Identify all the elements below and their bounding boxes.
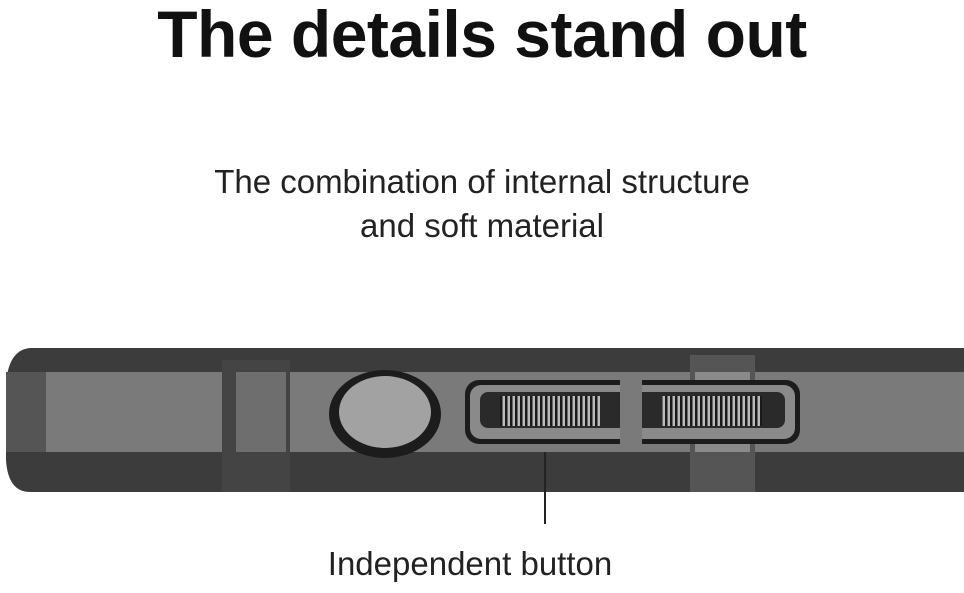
volume-button	[465, 375, 800, 449]
subtitle-line-2: and soft material	[360, 207, 604, 244]
subtitle-line-1: The combination of internal structure	[214, 163, 750, 200]
callout-label: Independent button	[327, 545, 613, 582]
headline: The details stand out	[157, 0, 807, 71]
power-button	[329, 370, 441, 458]
